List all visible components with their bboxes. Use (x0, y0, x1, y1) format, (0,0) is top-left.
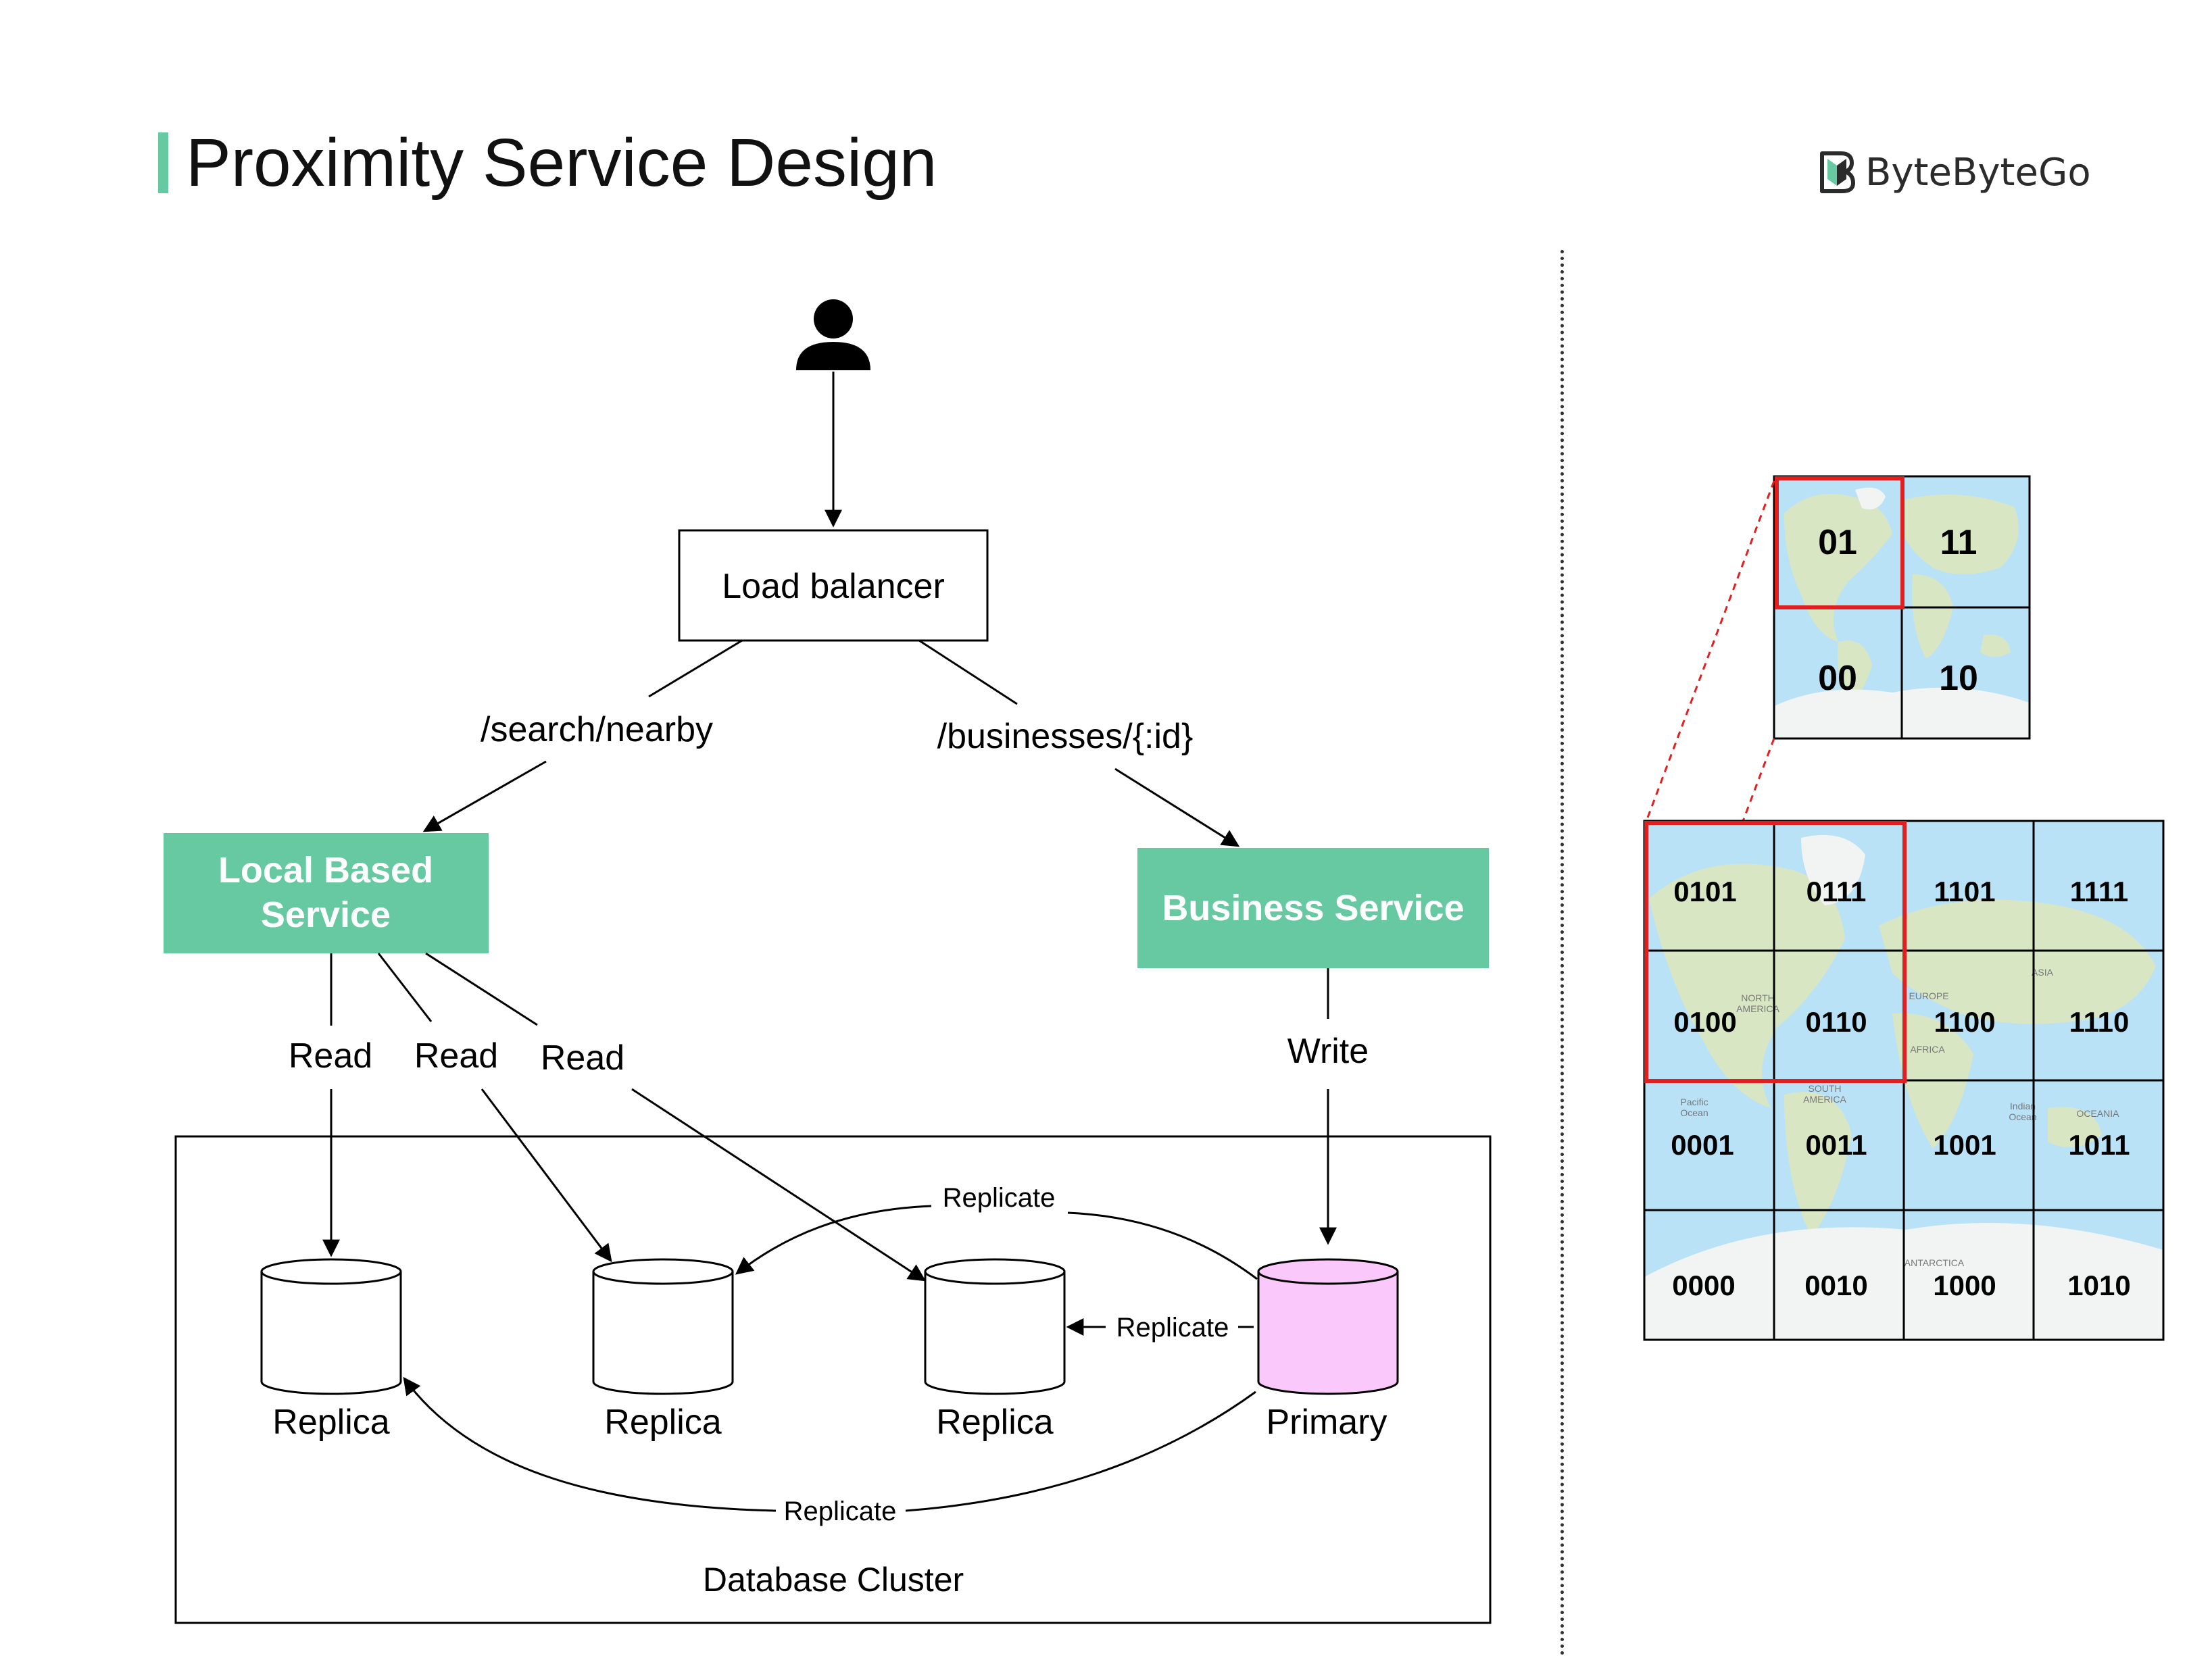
small-grid-highlight (1775, 476, 1904, 609)
local-based-service-label-line2: Service (261, 895, 391, 935)
section-divider (1560, 250, 1564, 1656)
map-label-pacific-1: Pacific (1680, 1097, 1708, 1107)
replicate-curve-top-right (1067, 1211, 1258, 1280)
replicate-label-top: Replicate (943, 1183, 1056, 1213)
primary-db (1257, 1258, 1399, 1395)
map-label-north-america-1: NORTH (1741, 993, 1775, 1003)
search-route-label: /search/nearby (481, 710, 713, 749)
replica-db-3 (924, 1258, 1066, 1395)
geohash-cell-01: 01 (1818, 523, 1857, 562)
geohash-cell-1011: 1011 (2068, 1129, 2130, 1161)
businesses-route-label: /businesses/{:id} (937, 717, 1194, 756)
geohash-cell-1010: 1010 (2067, 1270, 2130, 1301)
person-icon (796, 299, 870, 370)
map-label-north-america-2: AMERICA (1736, 1003, 1779, 1014)
title-accent-bar (158, 132, 168, 193)
write-label: Write (1287, 1032, 1369, 1071)
map-label-asia: ASIA (2032, 967, 2054, 978)
map-label-africa: AFRICA (1910, 1044, 1945, 1055)
local-based-service-label-line1: Local Based (218, 850, 433, 890)
replica-db-1 (260, 1258, 402, 1395)
geohash-cell-1000: 1000 (1933, 1270, 1996, 1301)
replica-label-3: Replica (936, 1403, 1053, 1442)
map-label-antarctica: ANTARCTICA (1904, 1257, 1965, 1268)
map-label-south-america-2: AMERICA (1803, 1094, 1846, 1105)
replicate-arrow-to-replica-1 (403, 1376, 777, 1512)
read-label-3: Read (541, 1038, 624, 1078)
replica-db-2 (592, 1258, 734, 1395)
businesses-route-arrow (1114, 768, 1240, 847)
map-label-oceania: OCEANIA (2076, 1108, 2119, 1119)
geohash-cell-10: 10 (1939, 659, 1978, 698)
map-label-indian-1: Indian (2010, 1101, 2036, 1111)
brand-name: ByteByteGo (1865, 150, 2091, 195)
geohash-cell-1111: 1111 (2070, 876, 2128, 907)
geohash-cell-0010: 0010 (1804, 1270, 1867, 1301)
search-route-arrow (422, 760, 547, 832)
replica-label-2: Replica (604, 1403, 721, 1442)
geohash-cell-0111: 0111 (1807, 876, 1867, 907)
geohash-cell-0100: 0100 (1673, 1006, 1736, 1038)
replicate-curve-bottom-right (905, 1390, 1256, 1512)
load-balancer-box (678, 529, 989, 642)
geohash-cell-0101: 0101 (1673, 876, 1736, 907)
geohash-cell-0000: 0000 (1672, 1270, 1735, 1301)
zoom-line-left (1644, 480, 1775, 824)
replicate-label-bottom: Replicate (784, 1497, 897, 1526)
map-label-europe: EUROPE (1909, 990, 1948, 1001)
search-route-line (648, 639, 743, 698)
geohash-cell-0001: 0001 (1671, 1129, 1734, 1161)
geohash-cell-1101: 1101 (1934, 876, 1995, 907)
replicate-arrow-to-replica-2 (735, 1205, 932, 1275)
geohash-cell-00: 00 (1818, 659, 1857, 698)
brand-logo: ByteByteGo (1818, 145, 2091, 199)
large-grid-highlight (1644, 821, 1907, 1083)
geohash-cell-0110: 0110 (1805, 1006, 1867, 1038)
read-arrow-2 (481, 1088, 612, 1263)
database-cluster-label: Database Cluster (703, 1561, 964, 1599)
read-edge-3-top (425, 952, 538, 1026)
geohash-cell-0011: 0011 (1805, 1129, 1867, 1161)
map-label-indian-2: Ocean (2009, 1111, 2036, 1122)
replicate-label-middle: Replicate (1116, 1313, 1229, 1343)
replica-label-1: Replica (272, 1403, 389, 1442)
bytebytego-logo-icon (1820, 151, 1855, 193)
business-service-box (1137, 848, 1489, 968)
read-label-1: Read (289, 1036, 372, 1076)
page-title: Proximity Service Design (186, 125, 937, 201)
businesses-route-line (918, 639, 1018, 705)
read-edge-2-top (377, 953, 433, 1022)
geohash-cell-1100: 1100 (1934, 1006, 1995, 1038)
local-based-service-box (164, 833, 489, 953)
load-balancer-label: Load balancer (722, 567, 945, 606)
primary-label: Primary (1266, 1403, 1387, 1442)
database-cluster-box (174, 1135, 1492, 1624)
geohash-cell-1001: 1001 (1933, 1129, 1996, 1161)
geohash-cell-1110: 1110 (2069, 1006, 2130, 1038)
geohash-cell-11: 11 (1940, 523, 1977, 562)
business-service-label: Business Service (1162, 888, 1464, 928)
map-label-pacific-2: Ocean (1680, 1107, 1708, 1118)
read-arrow-3 (631, 1088, 927, 1282)
map-label-south-america-1: SOUTH (1809, 1083, 1842, 1094)
read-label-2: Read (414, 1036, 498, 1076)
